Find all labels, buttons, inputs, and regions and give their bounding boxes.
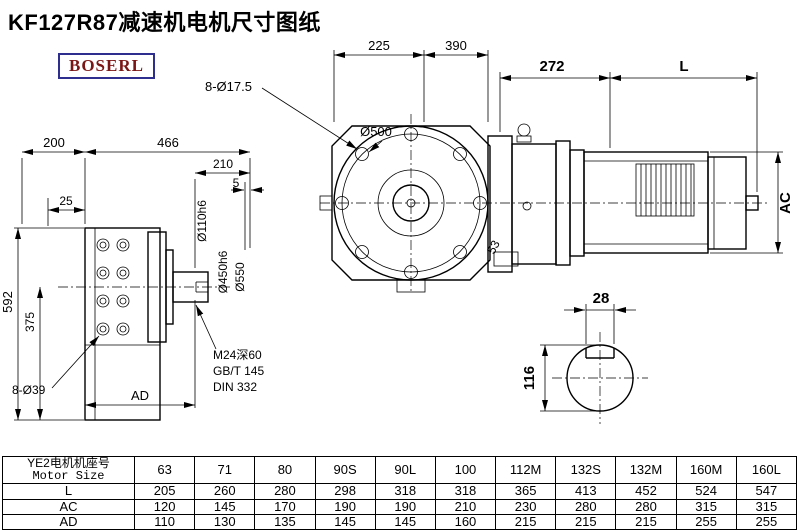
technical-drawing: 200 466 210 5 25 592 375 8-Ø39 AD Ø110h6… (0, 38, 794, 424)
frame-size-header-cell: 112M (495, 455, 557, 485)
dim-390-label: 390 (445, 38, 467, 53)
row-label-cell: L (2, 483, 135, 500)
dim-value-cell: 130 (194, 513, 256, 530)
frame-size-header-cell: 63 (133, 455, 196, 485)
brand-logo: BOSERL (58, 53, 155, 79)
frame-size-header-cell: 80 (254, 455, 316, 485)
dim-value-cell: 145 (314, 513, 376, 530)
dim-25-label: 25 (59, 194, 73, 208)
dim-value-cell: 135 (254, 513, 316, 530)
brand-text: BOSERL (69, 56, 144, 75)
dim-value-cell: 120 (133, 498, 196, 515)
dim-value-cell: 190 (314, 498, 376, 515)
dim-value-cell: 190 (374, 498, 436, 515)
front-view (319, 114, 770, 294)
dim-value-cell: 547 (735, 483, 798, 500)
dim-value-cell: 524 (675, 483, 737, 500)
dim-225-label: 225 (368, 38, 390, 53)
frame-size-header-cell: 160L (735, 455, 798, 485)
dim-value-cell: 315 (675, 498, 737, 515)
frame-size-header-cell: 71 (194, 455, 256, 485)
dim-value-cell: 170 (254, 498, 316, 515)
dim-ad-label: AD (131, 388, 149, 403)
row-label-cell: AD (2, 513, 135, 530)
frame-size-header-cell: 90S (314, 455, 376, 485)
dim-value-cell: 298 (314, 483, 376, 500)
dim-L-label: L (679, 58, 688, 75)
shaft-end-view: 28 116 (521, 290, 648, 424)
dim-value-cell: 215 (615, 513, 677, 530)
dim-value-cell: 255 (675, 513, 737, 530)
dim-592-label: 592 (0, 291, 15, 313)
dim-value-cell: 413 (555, 483, 617, 500)
dim-value-cell: 215 (555, 513, 617, 530)
dim-466-label: 466 (157, 135, 179, 150)
dim-value-cell: 230 (495, 498, 557, 515)
row-label-cell: AC (2, 498, 135, 515)
dim-value-cell: 110 (133, 513, 196, 530)
dim-value-cell: 260 (194, 483, 256, 500)
dim-value-cell: 255 (735, 513, 798, 530)
dim-116-label: 116 (521, 366, 538, 390)
bolt-holes-17-label: 8-Ø17.5 (205, 79, 252, 94)
dim-value-cell: 280 (254, 483, 316, 500)
dim-value-cell: 318 (374, 483, 436, 500)
dim-value-cell: 318 (434, 483, 497, 500)
dim-28-label: 28 (593, 290, 610, 307)
dia-450-label: Ø450h6 (216, 250, 230, 293)
dim-AC-label: AC (777, 192, 794, 214)
frame-size-header-cell: 132M (615, 455, 677, 485)
dim-value-cell: 452 (615, 483, 677, 500)
left-view-dimensions: 200 466 210 5 25 592 375 8-Ø39 AD Ø110h6… (0, 135, 264, 421)
dim-value-cell: 280 (615, 498, 677, 515)
dim-value-cell: 205 (133, 483, 196, 500)
front-view-dimensions: 225 390 8-Ø17.5 Ø500 272 L AC 53 (205, 38, 794, 256)
dim-5-label: 5 (233, 176, 240, 190)
frame-size-header-cell: 90L (374, 455, 436, 485)
thread-note-m24: M24深60 (213, 348, 262, 362)
dim-value-cell: 365 (495, 483, 557, 500)
frame-size-header-cell: 160M (675, 455, 737, 485)
dia-110-label: Ø110h6 (195, 200, 209, 242)
dim-value-cell: 210 (434, 498, 497, 515)
thread-note-gbt: GB/T 145 (213, 364, 264, 378)
dim-value-cell: 145 (194, 498, 256, 515)
dia-500-label: Ø500 (360, 124, 392, 139)
dim-value-cell: 145 (374, 513, 436, 530)
dim-value-cell: 215 (495, 513, 557, 530)
dim-value-cell: 160 (434, 513, 497, 530)
dia-550-label: Ø550 (233, 262, 247, 292)
thread-note-din: DIN 332 (213, 380, 257, 394)
left-side-view (58, 227, 232, 421)
dim-210-label: 210 (213, 157, 233, 171)
dim-375-label: 375 (23, 312, 37, 332)
dim-272-label: 272 (539, 58, 564, 75)
dim-200-label: 200 (43, 135, 65, 150)
page-title: KF127R87减速机电机尺寸图纸 (8, 10, 321, 35)
frame-size-header-cell: 132S (555, 455, 617, 485)
dim-value-cell: 315 (735, 498, 798, 515)
dim-53-label: 53 (484, 238, 503, 257)
dim-value-cell: 280 (555, 498, 617, 515)
bolt-holes-39-label: 8-Ø39 (12, 383, 46, 397)
frame-size-header-cell: 100 (434, 455, 497, 485)
